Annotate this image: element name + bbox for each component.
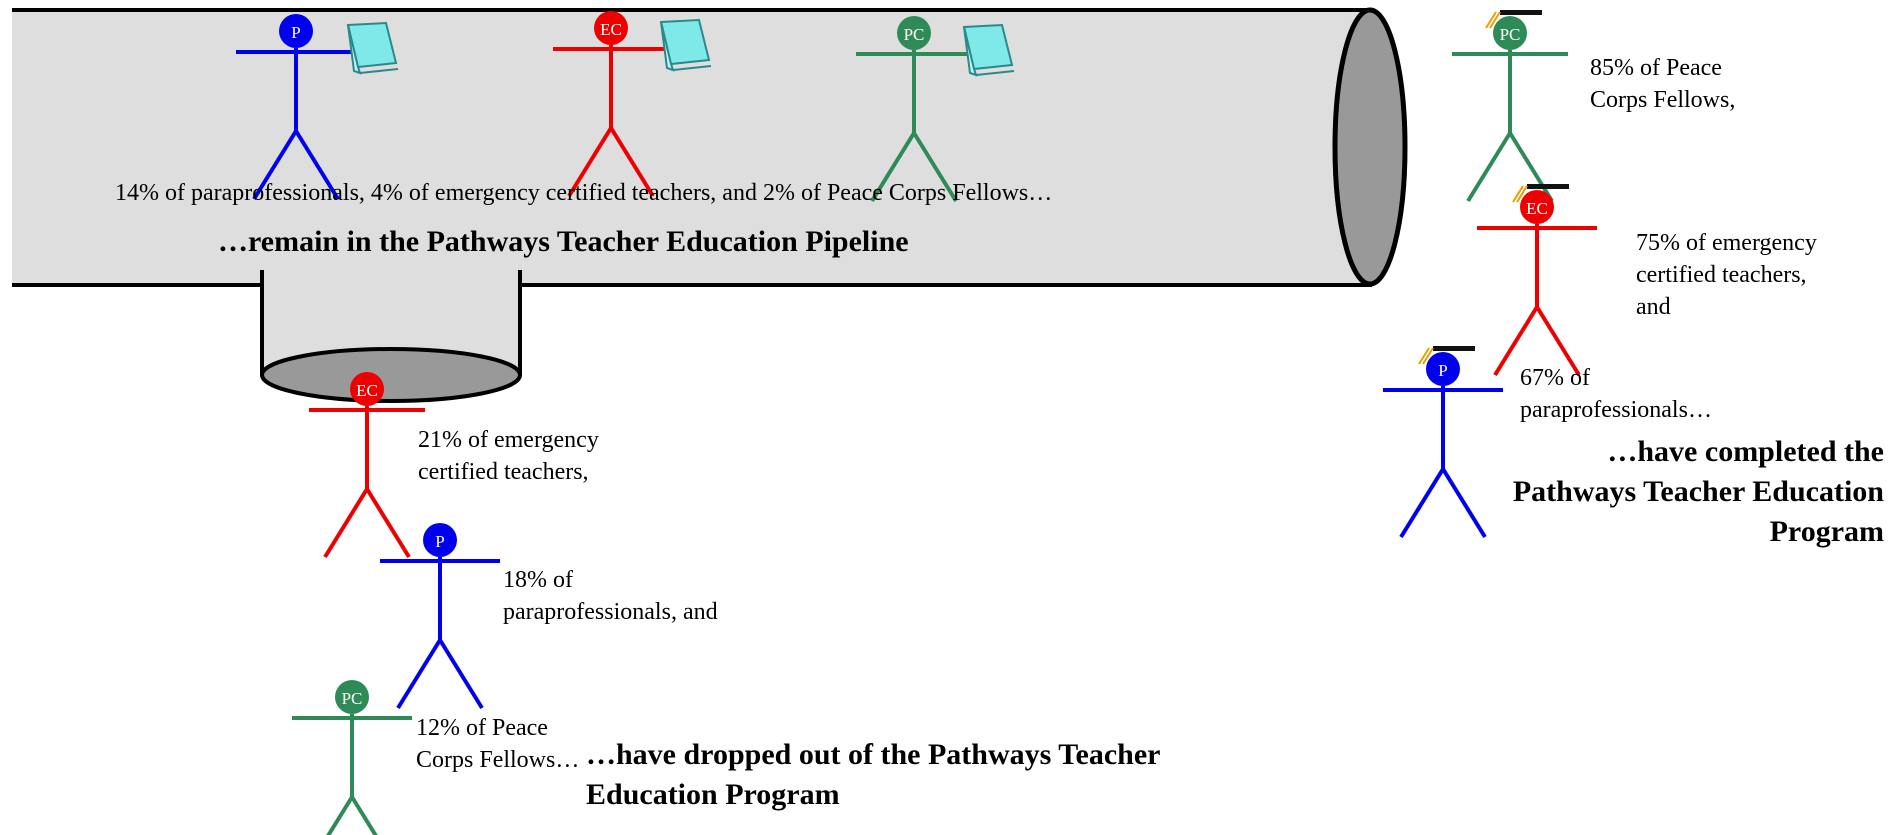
figure-head <box>1493 16 1527 50</box>
figure-left-leg <box>567 126 613 198</box>
figure-left-leg <box>396 638 442 710</box>
dropped-heading: …have dropped out of the Pathways Teache… <box>586 738 1161 811</box>
figure-left-leg <box>1493 305 1539 377</box>
dropped-pc-text: 12% of Peace Corps Fellows… <box>416 715 580 773</box>
drop-branch-pipe <box>262 270 520 375</box>
dropped-ec-text: 21% of emergency certified teachers, <box>418 427 599 485</box>
figure-head <box>1520 190 1554 224</box>
stick-figure-emergency_certified: EC <box>553 11 669 198</box>
figure-label: EC <box>1526 199 1548 218</box>
figure-head <box>335 680 369 714</box>
book-icon <box>346 21 399 75</box>
remain-stats-text: 14% of paraprofessionals, 4% of emergenc… <box>115 180 1053 206</box>
drop-branch-opening <box>260 347 522 403</box>
figure-label: PC <box>1500 25 1521 44</box>
figure-head <box>897 16 931 50</box>
figure-right-leg <box>294 129 340 201</box>
figure-right-leg <box>350 795 378 835</box>
figure-head <box>594 11 628 45</box>
remain-heading: …remain in the Pathways Teacher Educatio… <box>218 225 909 258</box>
figure-right-leg <box>1441 467 1487 539</box>
figure-right-leg <box>912 131 958 203</box>
figure-left-leg <box>252 129 298 201</box>
main-pipe <box>12 10 1370 285</box>
figure-right-leg <box>1508 131 1554 203</box>
figure-left-leg <box>1399 467 1445 539</box>
figure-left-leg <box>870 131 916 203</box>
graduation-cap-icon <box>1512 184 1569 203</box>
stick-figure-peace_corps: PC <box>856 16 972 203</box>
pipe-end-opening <box>1332 7 1408 287</box>
stick-figure-paraprofessional: P <box>1383 352 1503 539</box>
figure-right-leg <box>365 487 411 559</box>
stick-figure-emergency_certified: EC <box>309 372 425 559</box>
dropped-p-text: 18% of paraprofessionals, and <box>503 567 718 625</box>
figure-left-leg <box>323 487 369 559</box>
stick-figure-peace_corps: PC <box>1452 16 1568 203</box>
figure-label: PC <box>342 689 363 708</box>
figure-left-leg <box>326 795 354 835</box>
figure-label: P <box>1438 361 1447 380</box>
figure-label: P <box>435 532 444 551</box>
figure-label: EC <box>600 20 622 39</box>
figure-head <box>423 523 457 557</box>
figure-head <box>279 14 313 48</box>
figure-right-leg <box>1535 305 1581 377</box>
graduation-cap-icon <box>1418 346 1475 365</box>
figure-head <box>350 372 384 406</box>
completed-heading: …have completed the Pathways Teacher Edu… <box>1512 435 1884 548</box>
figure-label: EC <box>356 381 378 400</box>
figure-right-leg <box>609 126 655 198</box>
completed-p-text: 67% of paraprofessionals… <box>1520 365 1712 423</box>
figure-left-leg <box>1466 131 1512 203</box>
figure-label: P <box>291 23 300 42</box>
stick-figure-paraprofessional: P <box>236 14 356 201</box>
book-icon <box>962 23 1015 77</box>
stick-figure-paraprofessional: P <box>380 523 500 710</box>
book-icon <box>659 18 712 72</box>
figures-layer: P EC PC EC P PC PC EC P <box>236 10 1597 835</box>
completed-pc-text: 85% of Peace Corps Fellows, <box>1590 55 1736 113</box>
completed-ec-text: 75% of emergency certified teachers, and <box>1636 230 1817 320</box>
figure-right-leg <box>438 638 484 710</box>
graduation-cap-icon <box>1485 10 1542 29</box>
stick-figure-emergency_certified: EC <box>1477 190 1597 377</box>
figure-label: PC <box>904 25 925 44</box>
figure-head <box>1426 352 1460 386</box>
stick-figure-peace_corps: PC <box>292 680 412 835</box>
